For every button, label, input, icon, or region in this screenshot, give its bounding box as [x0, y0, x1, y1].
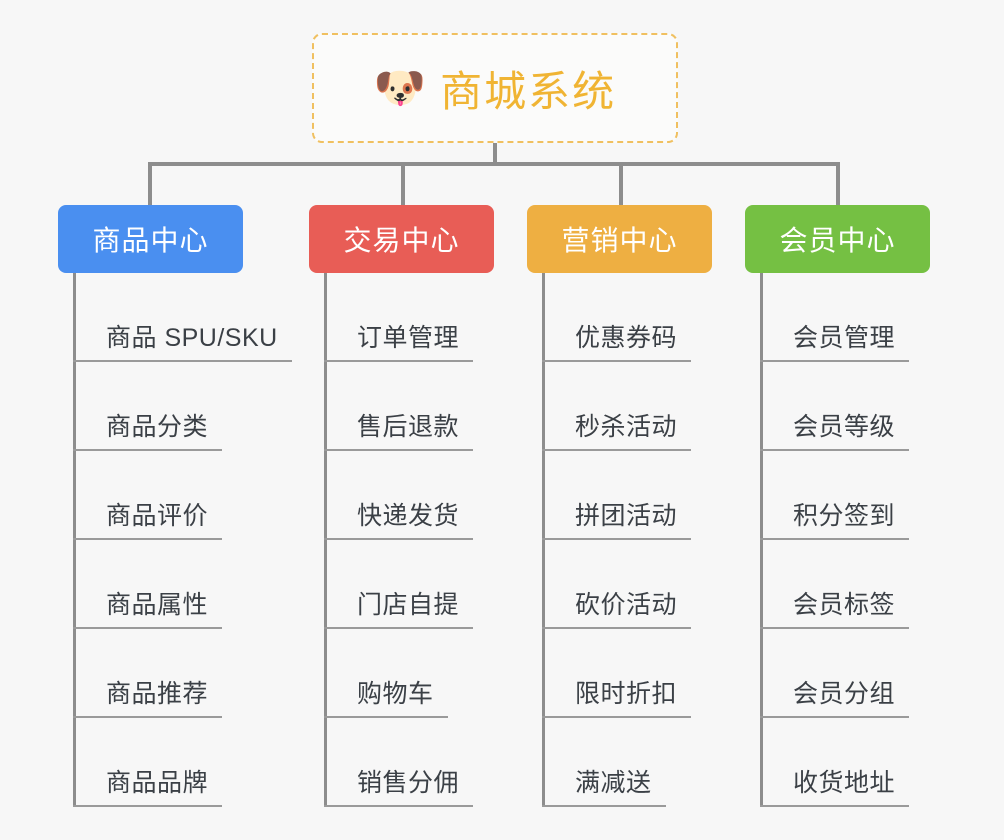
leaf-label: 商品评价 [73, 496, 223, 540]
leaf-item[interactable]: 商品品牌 [73, 718, 292, 807]
branch-header-1[interactable]: 商品中心 [58, 205, 243, 273]
leaf-label: 商品推荐 [73, 674, 223, 718]
leaf-item[interactable]: 限时折扣 [542, 629, 692, 718]
leaf-label: 门店自提 [324, 585, 474, 629]
leaf-list-2: 订单管理 售后退款 快递发货 门店自提 购物车 销售分佣 [324, 273, 474, 807]
trunk-vertical-connector [493, 143, 497, 164]
leaf-list-4: 会员管理 会员等级 积分签到 会员标签 会员分组 收货地址 [760, 273, 910, 807]
branch-header-2[interactable]: 交易中心 [309, 205, 494, 273]
leaf-label: 商品 SPU/SKU [73, 318, 292, 362]
leaf-item[interactable]: 门店自提 [324, 540, 474, 629]
leaf-item[interactable]: 会员标签 [760, 540, 910, 629]
leaf-label: 会员标签 [760, 585, 910, 629]
leaf-label: 商品品牌 [73, 763, 223, 807]
leaf-item[interactable]: 积分签到 [760, 451, 910, 540]
leaf-label: 售后退款 [324, 407, 474, 451]
leaf-item[interactable]: 会员等级 [760, 362, 910, 451]
branch-drop-connector-3 [619, 162, 623, 207]
root-node[interactable]: 🐶 商城系统 [312, 33, 678, 143]
leaf-label: 积分签到 [760, 496, 910, 540]
leaf-item[interactable]: 订单管理 [324, 273, 474, 362]
trunk-horizontal-connector [150, 162, 840, 166]
branch-stem-1 [73, 273, 76, 807]
leaf-item[interactable]: 商品推荐 [73, 629, 292, 718]
leaf-item[interactable]: 商品分类 [73, 362, 292, 451]
leaf-label: 订单管理 [324, 318, 474, 362]
leaf-label: 商品分类 [73, 407, 223, 451]
leaf-label: 会员等级 [760, 407, 910, 451]
branch-drop-connector-2 [401, 162, 405, 207]
leaf-item[interactable]: 商品评价 [73, 451, 292, 540]
branch-drop-connector-1 [148, 162, 152, 207]
branch-stem-2 [324, 273, 327, 807]
leaf-label: 购物车 [324, 674, 448, 718]
leaf-label: 快递发货 [324, 496, 474, 540]
leaf-label: 砍价活动 [542, 585, 692, 629]
branch-stem-4 [760, 273, 763, 807]
leaf-list-1: 商品 SPU/SKU 商品分类 商品评价 商品属性 商品推荐 商品品牌 [73, 273, 292, 807]
branch-stem-3 [542, 273, 545, 807]
leaf-item[interactable]: 销售分佣 [324, 718, 474, 807]
branch-header-4[interactable]: 会员中心 [745, 205, 930, 273]
leaf-item[interactable]: 收货地址 [760, 718, 910, 807]
leaf-item[interactable]: 会员管理 [760, 273, 910, 362]
leaf-item[interactable]: 优惠券码 [542, 273, 692, 362]
leaf-item[interactable]: 购物车 [324, 629, 473, 718]
shiba-dog-face-icon: 🐶 [373, 64, 427, 111]
branch-header-label-2: 交易中心 [343, 225, 460, 256]
leaf-label: 收货地址 [760, 763, 910, 807]
leaf-item[interactable]: 商品属性 [73, 540, 292, 629]
leaf-label: 商品属性 [73, 585, 223, 629]
leaf-item[interactable]: 砍价活动 [542, 540, 692, 629]
branch-drop-connector-4 [836, 162, 840, 207]
leaf-item[interactable]: 满减送 [542, 718, 691, 807]
branch-header-3[interactable]: 营销中心 [527, 205, 712, 273]
leaf-label: 秒杀活动 [542, 407, 692, 451]
leaf-item[interactable]: 商品 SPU/SKU [73, 273, 292, 362]
leaf-label: 销售分佣 [324, 763, 474, 807]
leaf-label: 会员分组 [760, 674, 910, 718]
leaf-item[interactable]: 拼团活动 [542, 451, 692, 540]
leaf-list-3: 优惠券码 秒杀活动 拼团活动 砍价活动 限时折扣 满减送 [542, 273, 692, 807]
branch-header-label-1: 商品中心 [92, 225, 209, 256]
root-node-label: 商城系统 [440, 67, 617, 115]
leaf-label: 拼团活动 [542, 496, 692, 540]
leaf-label: 会员管理 [760, 318, 910, 362]
leaf-item[interactable]: 快递发货 [324, 451, 474, 540]
branch-header-label-4: 会员中心 [779, 225, 896, 256]
leaf-item[interactable]: 售后退款 [324, 362, 474, 451]
leaf-label: 限时折扣 [542, 674, 692, 718]
leaf-item[interactable]: 会员分组 [760, 629, 910, 718]
leaf-label: 优惠券码 [542, 318, 692, 362]
branch-header-label-3: 营销中心 [561, 225, 678, 256]
leaf-item[interactable]: 秒杀活动 [542, 362, 692, 451]
leaf-label: 满减送 [542, 763, 666, 807]
